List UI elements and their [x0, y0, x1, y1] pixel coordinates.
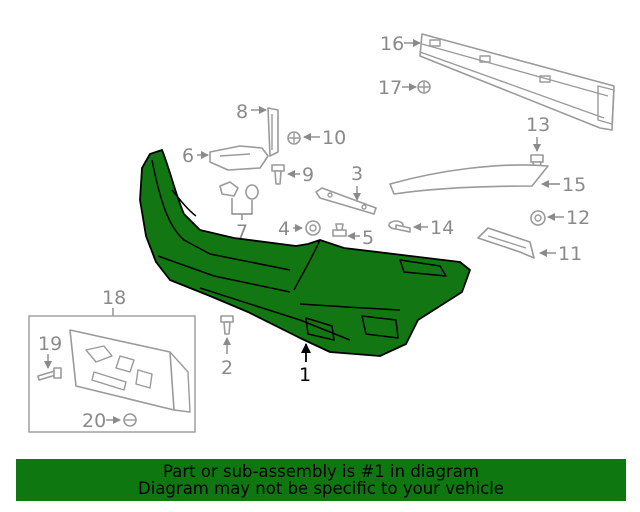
part-4-nut[interactable]: [305, 220, 321, 236]
part-19-screw[interactable]: [37, 367, 62, 381]
part-18-license-plate-bracket[interactable]: [69, 329, 191, 413]
callout-5[interactable]: 5: [347, 227, 374, 249]
callout-11[interactable]: 11: [539, 243, 582, 265]
callout-9[interactable]: 9: [287, 164, 314, 186]
callout-8-label: 8: [236, 101, 248, 123]
callout-15-label: 15: [562, 174, 586, 196]
callout-3-label: 3: [351, 163, 363, 185]
part-2-screw[interactable]: [220, 315, 234, 335]
callout-14-label: 14: [430, 217, 454, 239]
callout-4[interactable]: 4: [278, 218, 303, 240]
callout-16[interactable]: 16: [380, 33, 421, 55]
callout-11-label: 11: [558, 243, 582, 265]
part-9-screw[interactable]: [271, 164, 285, 185]
callout-17-label: 17: [378, 77, 402, 99]
callout-10-label: 10: [322, 127, 346, 149]
part-16-reinforcement-beam[interactable]: [419, 33, 615, 131]
part-11-bracket[interactable]: [477, 227, 535, 259]
part-14-clip[interactable]: [388, 220, 411, 233]
callout-1[interactable]: 1: [299, 343, 311, 386]
callout-1-label: 1: [299, 364, 311, 386]
callout-7-label: 7: [236, 221, 248, 243]
part-20-screw[interactable]: [123, 413, 137, 427]
part-10-bolt[interactable]: [287, 131, 301, 145]
callout-13-label: 13: [526, 114, 550, 136]
callout-8[interactable]: 8: [236, 101, 267, 123]
callout-20-label: 20: [82, 410, 106, 432]
callout-9-label: 9: [302, 164, 314, 186]
callout-13[interactable]: 13: [526, 114, 550, 152]
callout-4-label: 4: [278, 218, 290, 240]
callout-2-label: 2: [221, 357, 233, 379]
callout-3[interactable]: 3: [351, 163, 363, 201]
banner-line-1: Part or sub-assembly is #1 in diagram: [163, 462, 479, 481]
callout-2[interactable]: 2: [221, 337, 233, 379]
callout-7[interactable]: 7: [231, 198, 253, 243]
callout-18[interactable]: 18: [102, 287, 126, 316]
callout-20[interactable]: 20: [82, 410, 121, 432]
part-5-screw[interactable]: [332, 223, 347, 237]
callout-16-label: 16: [380, 33, 404, 55]
part-12-nut[interactable]: [530, 210, 546, 226]
part-15-trim-panel[interactable]: [389, 164, 549, 195]
callout-17[interactable]: 17: [378, 77, 417, 99]
callout-19-label: 19: [38, 333, 62, 355]
info-banner: Part or sub-assembly is #1 in diagram Di…: [16, 459, 626, 501]
callout-6[interactable]: 6: [182, 145, 209, 167]
callout-18-label: 18: [102, 287, 126, 309]
part-3-bracket[interactable]: [315, 187, 377, 215]
callout-6-label: 6: [182, 145, 194, 167]
part-8-bracket[interactable]: [267, 107, 279, 157]
banner-line-2: Diagram may not be specific to your vehi…: [138, 479, 504, 498]
part-7-clips[interactable]: [219, 181, 259, 200]
callout-14[interactable]: 14: [413, 217, 454, 239]
callout-12-label: 12: [566, 207, 590, 229]
callout-12[interactable]: 12: [547, 207, 590, 229]
part-1-bumper-cover[interactable]: [139, 149, 471, 357]
callout-19[interactable]: 19: [38, 333, 62, 369]
part-17-bolt[interactable]: [417, 80, 431, 94]
callout-5-label: 5: [362, 227, 374, 249]
parts-diagram: 16 17 13 15 12 11: [28, 33, 615, 433]
callout-15[interactable]: 15: [541, 174, 586, 196]
callout-10[interactable]: 10: [303, 127, 346, 149]
part-6-bracket[interactable]: [209, 145, 269, 171]
